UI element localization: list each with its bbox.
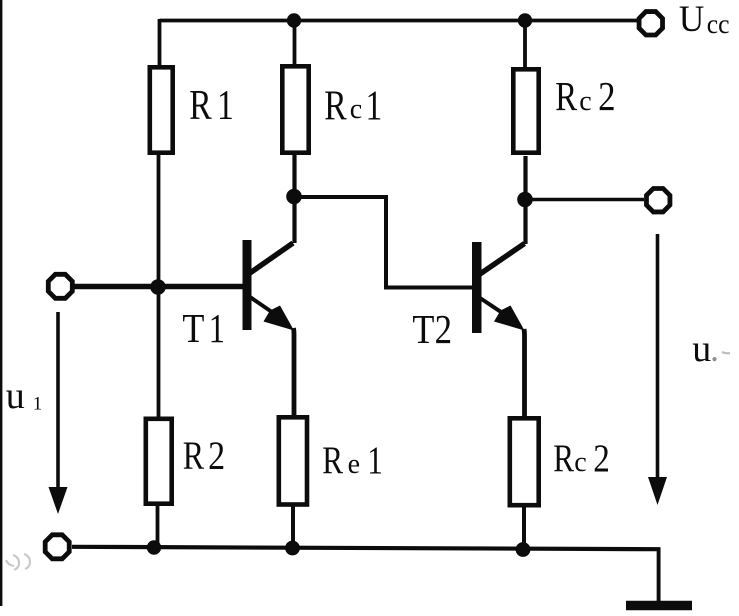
svg-text:1: 1 xyxy=(33,394,43,415)
svg-text:c: c xyxy=(350,94,362,125)
svg-text:cc: cc xyxy=(707,9,730,39)
svg-text:c: c xyxy=(574,447,586,478)
svg-text:1: 1 xyxy=(366,83,383,129)
svg-text:1: 1 xyxy=(217,83,234,129)
svg-text:2: 2 xyxy=(593,437,610,480)
svg-text:T: T xyxy=(182,307,204,352)
svg-text:.: . xyxy=(710,329,719,369)
svg-text:R: R xyxy=(553,437,574,480)
svg-text:R: R xyxy=(189,83,212,129)
svg-text:u: u xyxy=(692,328,711,370)
svg-text:R: R xyxy=(324,83,347,129)
svg-text:1: 1 xyxy=(209,307,225,352)
svg-text:2: 2 xyxy=(208,435,225,479)
svg-text:2: 2 xyxy=(435,307,452,352)
svg-text:R: R xyxy=(183,434,205,478)
svg-text:2: 2 xyxy=(598,74,615,119)
svg-text:R: R xyxy=(555,75,577,120)
svg-text:U: U xyxy=(679,0,704,39)
svg-text:e: e xyxy=(348,449,360,480)
svg-text:T: T xyxy=(412,308,434,353)
svg-text:u: u xyxy=(6,375,25,417)
svg-text:R: R xyxy=(322,439,343,482)
svg-text:c: c xyxy=(579,86,591,117)
svg-text:1: 1 xyxy=(367,439,383,482)
